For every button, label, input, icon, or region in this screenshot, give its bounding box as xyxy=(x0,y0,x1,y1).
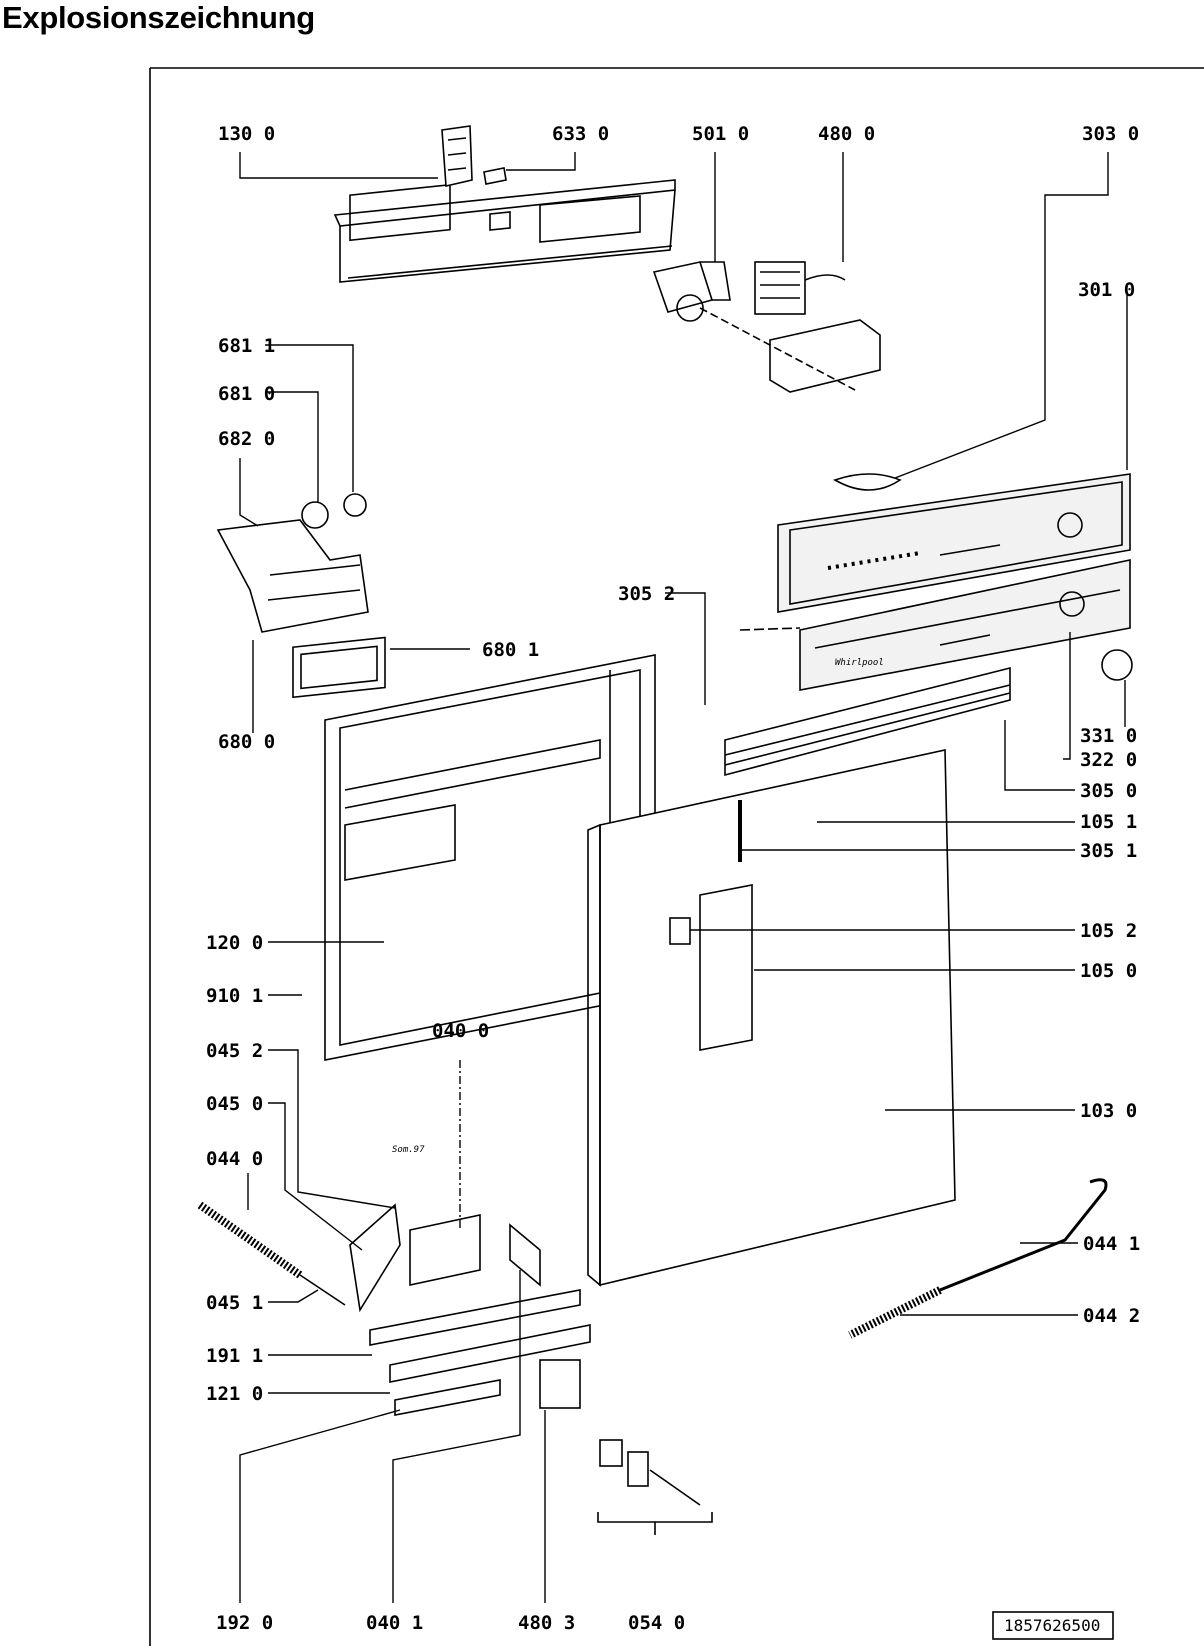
bracket-part xyxy=(409,1214,481,1286)
label-103-0: 103 0 xyxy=(1080,1100,1137,1122)
rail-121-part xyxy=(389,1324,591,1383)
drawing-frame xyxy=(149,67,1204,1646)
mounting-plate-part xyxy=(769,319,881,393)
label-680-0: 680 0 xyxy=(218,731,275,753)
spring-left-part xyxy=(197,1201,303,1279)
label-681-1: 681 1 xyxy=(218,335,275,357)
outer-door-part xyxy=(587,749,956,1287)
label-480-3: 480 3 xyxy=(518,1612,575,1634)
rod-right-part xyxy=(939,1178,1108,1292)
front-panel-part xyxy=(799,559,1131,691)
control-bracket-part xyxy=(333,179,676,283)
label-480-0: 480 0 xyxy=(818,123,875,145)
label-910-1: 910 1 xyxy=(206,985,263,1007)
label-121-0: 121 0 xyxy=(206,1383,263,1405)
label-044-2: 044 2 xyxy=(1083,1305,1140,1327)
label-301-0: 301 0 xyxy=(1078,279,1135,301)
button-part xyxy=(1101,649,1133,681)
label-305-0: 305 0 xyxy=(1080,780,1137,802)
label-680-1: 680 1 xyxy=(482,639,539,661)
latch-clip-part xyxy=(669,917,691,945)
label-322-0: 322 0 xyxy=(1080,749,1137,771)
leader-lines xyxy=(239,152,1128,1603)
label-045-0: 045 0 xyxy=(206,1093,263,1115)
label-120-0: 120 0 xyxy=(206,932,263,954)
knob-detail-part xyxy=(833,473,902,491)
label-681-0: 681 0 xyxy=(218,383,275,405)
control-panel-part xyxy=(777,473,1131,613)
label-305-2: 305 2 xyxy=(618,583,675,605)
dispenser-cap-part xyxy=(301,501,329,529)
main-switch-part xyxy=(441,125,473,187)
stamp-inscription: Som.97 xyxy=(392,1145,425,1155)
kit-054-part xyxy=(597,1439,713,1535)
connector-block-part xyxy=(754,261,846,315)
hinge-bar-part xyxy=(699,884,753,1051)
part-labels: 130 0 633 0 501 0 480 0 303 0 301 0 681 … xyxy=(206,123,1140,1635)
hinge-arm-part xyxy=(349,1203,401,1313)
reference-number: 1857626500 xyxy=(1004,1616,1100,1635)
rail-192-part xyxy=(394,1379,501,1416)
label-303-0: 303 0 xyxy=(1082,123,1139,145)
seal-ring-part xyxy=(343,493,367,517)
label-191-1: 191 1 xyxy=(206,1345,263,1367)
label-501-0: 501 0 xyxy=(692,123,749,145)
brand-inscription: Whirlpool xyxy=(835,658,884,668)
label-045-2: 045 2 xyxy=(206,1040,263,1062)
label-305-1: 305 1 xyxy=(1080,840,1137,862)
label-682-0: 682 0 xyxy=(218,428,275,450)
dispenser-part xyxy=(216,519,369,633)
label-192-0: 192 0 xyxy=(216,1612,273,1634)
spring-right-part xyxy=(848,1286,942,1339)
label-105-0: 105 0 xyxy=(1080,960,1137,982)
label-044-0: 044 0 xyxy=(206,1148,263,1170)
label-331-0: 331 0 xyxy=(1080,725,1137,747)
label-130-0: 130 0 xyxy=(218,123,275,145)
label-054-0: 054 0 xyxy=(628,1612,685,1634)
label-633-0: 633 0 xyxy=(552,123,609,145)
label-105-1: 105 1 xyxy=(1080,811,1137,833)
label-105-2: 105 2 xyxy=(1080,920,1137,942)
timer-motor-part xyxy=(652,261,856,391)
clip-part xyxy=(483,167,507,185)
gasket-part xyxy=(292,636,386,699)
label-044-1: 044 1 xyxy=(1083,1233,1140,1255)
connector-480-3-part xyxy=(539,1359,581,1409)
label-040-1: 040 1 xyxy=(366,1612,423,1634)
label-040-0: 040 0 xyxy=(432,1020,489,1042)
side-clip-part xyxy=(509,1223,541,1287)
handle-part xyxy=(724,666,1011,777)
label-045-1: 045 1 xyxy=(206,1292,263,1314)
rail-191-part xyxy=(369,1289,581,1346)
reference-number-box xyxy=(992,1611,1114,1640)
page-title: Explosionszeichnung xyxy=(2,0,315,35)
